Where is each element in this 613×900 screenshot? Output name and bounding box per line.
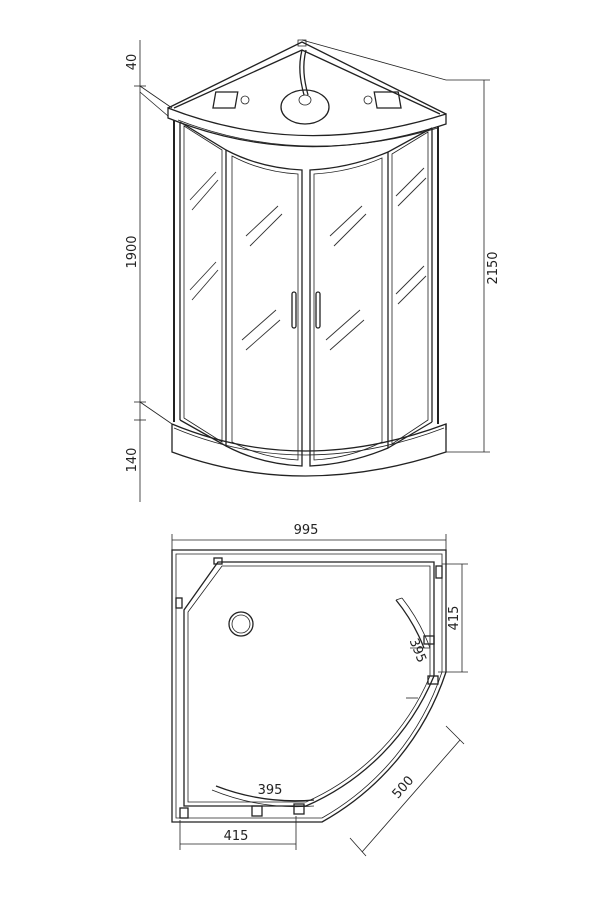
vent-left-icon: [212, 91, 250, 109]
plan-bottom-dimension: [179, 816, 297, 850]
dim-radius: 500: [390, 773, 418, 801]
dim-side-bottom: 415: [224, 829, 249, 844]
dim-arc-bottom: 395: [258, 783, 283, 798]
dim-tray-height: 140: [125, 448, 140, 473]
dim-roof-height: 40: [125, 54, 140, 71]
glass-reflections: [189, 167, 427, 351]
tray-outline: [171, 549, 447, 823]
front-view: 40 1900 140 2150: [125, 39, 501, 502]
plan-view: 995 395: [171, 523, 468, 857]
shower-tray: [171, 423, 447, 477]
front-right-dimension: [301, 39, 490, 453]
rain-shower-head-icon: [280, 49, 330, 125]
drain-icon: [228, 611, 254, 637]
plan-right-dimension: [438, 563, 468, 673]
plan-radius-dimension: [349, 725, 465, 857]
door-handle-left: [291, 291, 297, 329]
plan-top-dimension: [171, 534, 447, 550]
front-left-dimensions: [134, 40, 173, 502]
dim-glass-height: 1900: [125, 235, 140, 268]
dim-total-height: 2150: [486, 251, 501, 284]
tray-inner-basin: [183, 561, 435, 807]
plan-right-door: [395, 597, 439, 699]
door-handle-right: [315, 291, 321, 329]
dim-overall-width: 995: [294, 523, 319, 538]
vent-right-icon: [363, 91, 402, 109]
dim-arc-right: 395: [406, 636, 429, 665]
dim-side-right: 415: [447, 606, 462, 631]
plan-bottom-door: [211, 785, 315, 817]
roof: [167, 39, 447, 148]
cabin-frame: [173, 120, 439, 467]
